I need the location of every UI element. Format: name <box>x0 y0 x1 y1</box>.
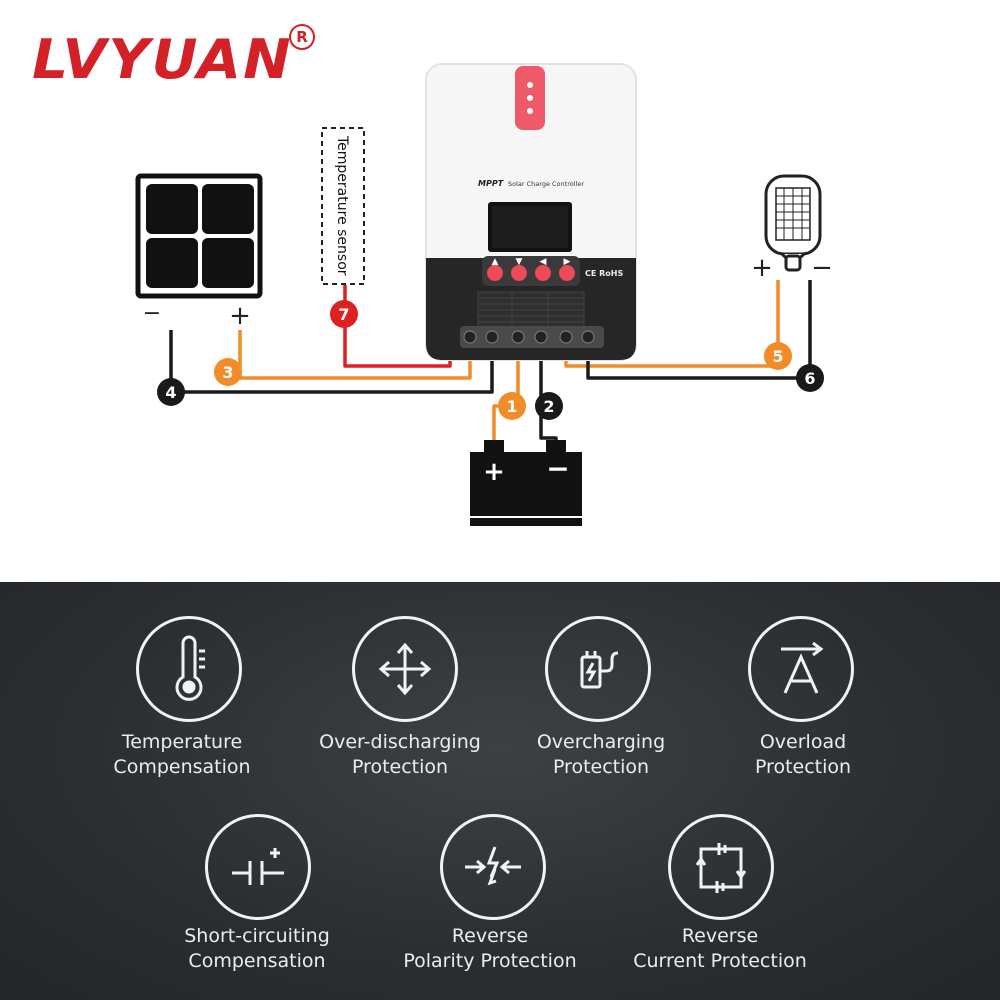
panel-plus-sign: + <box>229 301 251 331</box>
controller-title: Solar Charge Controller <box>508 180 584 188</box>
wire-panel-negative <box>169 330 494 394</box>
button-label-up: ▲ <box>492 257 499 267</box>
load-plus-sign: + <box>751 253 773 283</box>
terminal-marker-1 <box>498 392 526 420</box>
battery-plus-sign: + <box>483 457 505 487</box>
terminal-marker-3 <box>214 358 242 386</box>
terminal-number-2: 2 <box>543 397 554 416</box>
terminal-number-4: 4 <box>165 383 176 402</box>
battery-minus-sign: − <box>546 452 569 485</box>
controller-model: MPPT <box>478 179 504 188</box>
feature-icon-short-circuit <box>205 814 311 920</box>
wiring-diagram: MPPT Solar Charge Controller CE RoHS ▲ ▼… <box>135 63 833 526</box>
button-down <box>511 265 527 281</box>
feature-icon-reverse-polarity <box>440 814 546 920</box>
street-lamp-icon <box>764 174 822 272</box>
terminal-marker-7 <box>330 300 358 328</box>
capacitor-icon <box>232 848 284 885</box>
brand-logo: LVYUAN <box>32 28 293 91</box>
lightning-arrows-icon <box>465 846 521 886</box>
terminal-number-5: 5 <box>772 347 783 366</box>
button-left <box>535 265 551 281</box>
charge-controller <box>425 63 637 361</box>
panel-minus-sign: − <box>143 301 161 326</box>
thermometer-icon <box>175 635 205 701</box>
feature-icon-over-discharging <box>352 616 458 722</box>
button-up <box>487 265 503 281</box>
terminal-number-3: 3 <box>222 363 233 382</box>
solar-panel-icon <box>135 173 263 299</box>
button-right <box>559 265 575 281</box>
ampere-icon <box>781 641 824 694</box>
arrows-out-icon <box>378 642 432 696</box>
terminal-number-6: 6 <box>804 369 815 388</box>
feature-icon-overload <box>748 616 854 722</box>
battery-icon <box>470 440 582 526</box>
battery-plug-icon <box>580 651 619 689</box>
temperature-sensor-box <box>321 127 365 285</box>
terminal-marker-2 <box>535 392 563 420</box>
wire-load-negative <box>586 280 812 380</box>
button-label-down: ▼ <box>516 257 523 267</box>
registered-mark: R <box>289 24 315 50</box>
wire-panel-positive <box>238 330 472 380</box>
terminal-number-1: 1 <box>506 397 517 416</box>
terminal-marker-4 <box>157 378 185 406</box>
load-minus-sign: − <box>811 253 833 283</box>
feature-icon-temperature <box>136 616 242 722</box>
terminal-marker-5 <box>764 342 792 370</box>
temperature-sensor-label: Temperature sensor <box>334 135 350 276</box>
terminal-number-7: 7 <box>338 305 349 324</box>
feature-icon-reverse-current <box>668 814 774 920</box>
button-label-left: ◀ <box>540 257 547 267</box>
terminal-marker-6 <box>796 364 824 392</box>
feature-icon-overcharging <box>545 616 651 722</box>
button-label-right: ▶ <box>564 257 571 267</box>
reverse-current-icon <box>695 843 747 893</box>
controller-cert: CE RoHS <box>585 269 623 278</box>
